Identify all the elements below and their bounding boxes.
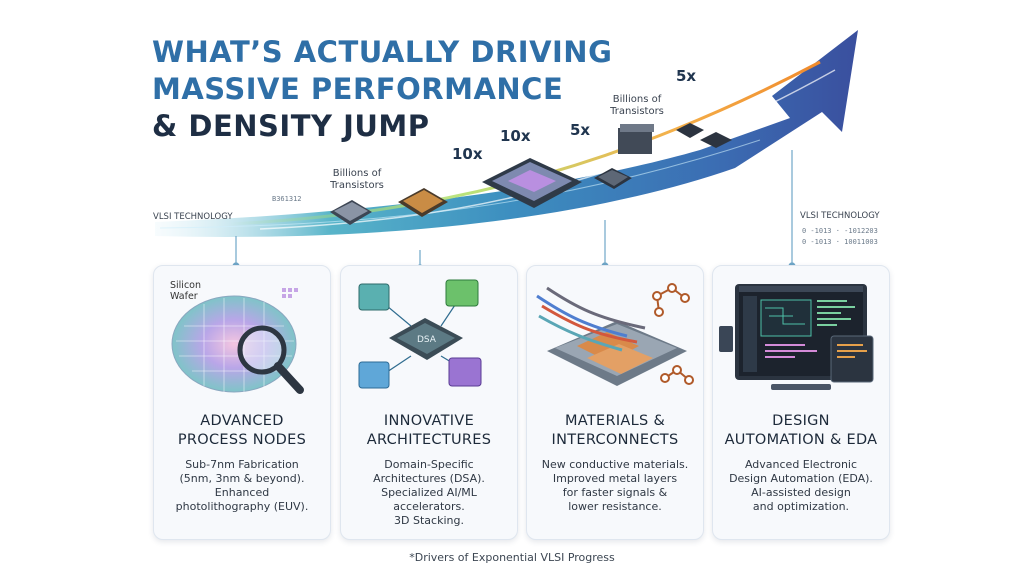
dsa-chip-label: DSA — [417, 335, 437, 345]
interconnect-layers-icon — [536, 283, 694, 386]
card-heading-line: INNOVATIVE — [383, 413, 475, 429]
card-heading: MATERIALS & INTERCONNECTS — [533, 412, 697, 450]
card-body-line: Advanced Electronic — [744, 458, 858, 471]
card-body-line: Sub-7nm Fabrication — [185, 458, 299, 471]
footnote: *Drivers of Exponential VLSI Progress — [409, 551, 615, 564]
card-heading: ADVANCED PROCESS NODES — [160, 412, 324, 450]
billions-label-left: Billions of Transistors — [330, 168, 384, 191]
card-heading-line: MATERIALS & — [564, 413, 666, 429]
card-heading-line: DESIGN — [772, 413, 830, 429]
card-body-line: for faster signals & — [562, 486, 668, 499]
card-body: Domain-Specific Architectures (DSA). Spe… — [347, 458, 511, 528]
card-advanced-process-nodes: Silicon Wafer ADVANCED PROCESS NODES Sub… — [153, 265, 331, 540]
card-heading-line: ADVANCED — [200, 413, 284, 429]
chip-small-1 — [330, 200, 372, 225]
card-body-line: Specialized AI/ML — [381, 486, 477, 499]
card-body-line: New conductive materials. — [541, 458, 689, 471]
card-body-line: accelerators. — [393, 500, 465, 513]
card-heading-line: ARCHITECTURES — [366, 432, 492, 448]
chip-small-4 — [676, 123, 732, 148]
card-body-line: Design Automation (EDA). — [729, 472, 873, 485]
multiplier-10x-b: 10x — [500, 127, 531, 145]
card-design-automation-eda: DESIGN AUTOMATION & EDA Advanced Electro… — [712, 265, 890, 540]
code-label-right-1: 0 -1013 · -1012203 — [802, 227, 878, 235]
card-innovative-architectures: DSA INNOVATIVE ARCHITECTURES Domain-Spec… — [340, 265, 518, 540]
card-body-line: lower resistance. — [568, 500, 662, 513]
arrow-body — [155, 30, 858, 237]
card-heading-line: PROCESS NODES — [177, 432, 307, 448]
chip-small-2 — [398, 188, 448, 217]
card-body-line: photolithography (EUV). — [175, 500, 309, 513]
card-body-line: Improved metal layers — [552, 472, 678, 485]
card-body-line: Domain-Specific — [384, 458, 474, 471]
chip-network-icon: DSA — [358, 279, 482, 389]
title-line-2: MASSIVE PERFORMANCE — [152, 72, 564, 106]
card-body-line: (5nm, 3nm & beyond). — [179, 472, 305, 485]
eda-software-icon — [719, 284, 874, 390]
title-line-1: WHAT’S ACTUALLY DRIVING — [152, 35, 613, 69]
title-line-3: & DENSITY JUMP — [152, 109, 430, 143]
magnifier-wafer-icon — [171, 288, 304, 394]
chip-small-3 — [594, 168, 632, 189]
card-body-line: Enhanced — [214, 486, 270, 499]
arrow-trace-line — [159, 139, 761, 229]
chip-stack — [618, 124, 654, 154]
card-heading: INNOVATIVE ARCHITECTURES — [347, 412, 511, 450]
card-body: Sub-7nm Fabrication (5nm, 3nm & beyond).… — [160, 458, 324, 514]
card-body: Advanced Electronic Design Automation (E… — [719, 458, 883, 514]
card-heading-line: AUTOMATION & EDA — [724, 432, 878, 448]
vlsi-label-right: VLSI TECHNOLOGY — [800, 211, 880, 221]
card-heading-line: INTERCONNECTS — [551, 432, 679, 448]
code-label-left: B361312 — [272, 195, 302, 203]
multiplier-10x-a: 10x — [452, 145, 483, 163]
card-body-line: AI-assisted design — [751, 486, 851, 499]
card-body-line: Architectures (DSA). — [373, 472, 485, 485]
card-heading: DESIGN AUTOMATION & EDA — [719, 412, 883, 450]
chip-large-processor — [482, 158, 582, 208]
card-body-line: 3D Stacking. — [394, 514, 464, 527]
page-title: WHAT’S ACTUALLY DRIVING MASSIVE PERFORMA… — [152, 34, 712, 145]
billions-label-right: Billions of Transistors — [610, 94, 664, 117]
vlsi-label-left: VLSI TECHNOLOGY — [153, 212, 233, 222]
silicon-wafer-label: Silicon Wafer — [170, 280, 202, 302]
code-label-right-2: 0 -1013 · 10011003 — [802, 238, 878, 246]
card-body: New conductive materials. Improved metal… — [533, 458, 697, 514]
multiplier-5x-b: 5x — [676, 67, 697, 85]
card-materials-interconnects: MATERIALS & INTERCONNECTS New conductive… — [526, 265, 704, 540]
card-body-line: and optimization. — [752, 500, 850, 513]
multiplier-5x-a: 5x — [570, 121, 591, 139]
